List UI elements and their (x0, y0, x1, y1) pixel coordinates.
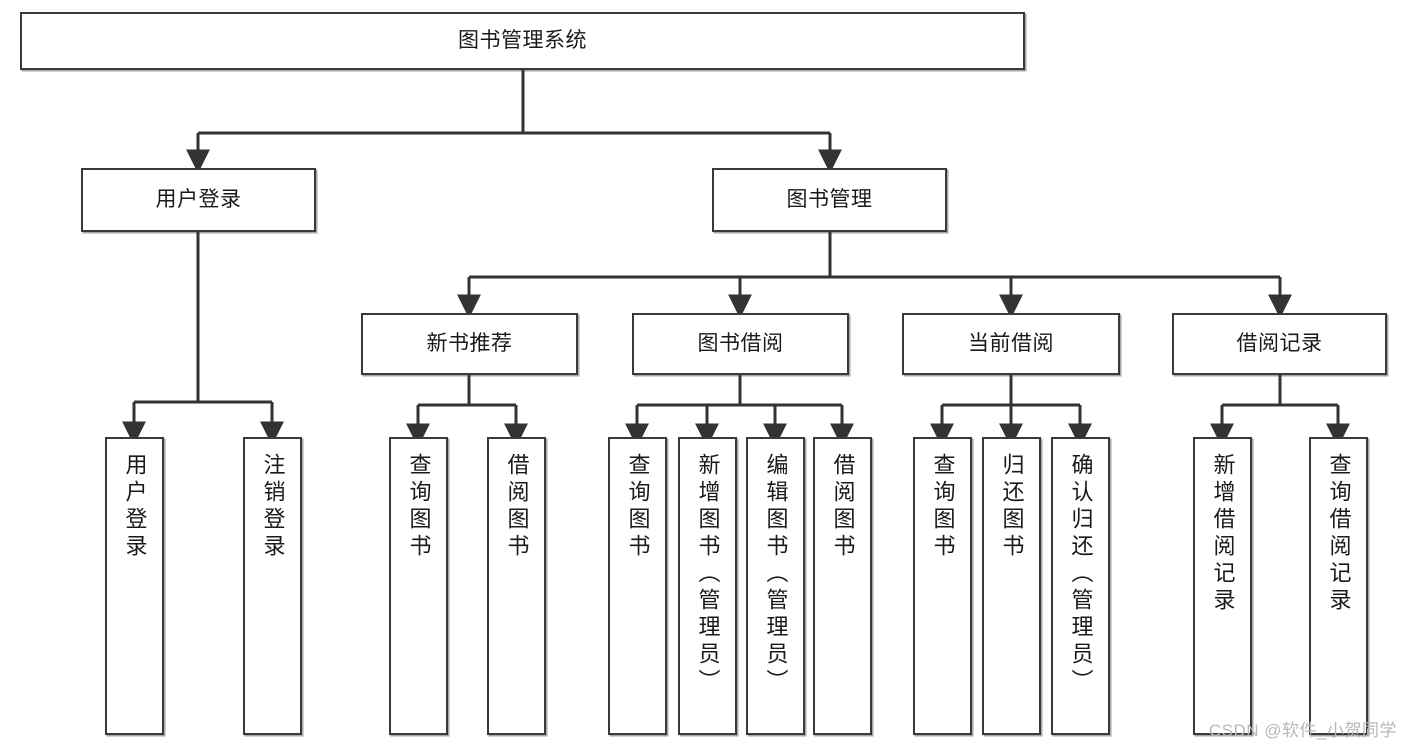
node-leaf-return-book-label: 归还图书 (999, 453, 1025, 561)
node-current-borrow[interactable]: 当前借阅 (902, 313, 1120, 375)
node-book-manage[interactable]: 图书管理 (712, 168, 947, 232)
node-leaf-user-login-label: 用户登录 (122, 453, 148, 561)
node-leaf-query-book-3[interactable]: 查询图书 (913, 437, 972, 735)
node-leaf-confirm-return[interactable]: 确认归还（管理员） (1051, 437, 1110, 735)
node-leaf-query-record-label: 查询借阅记录 (1326, 453, 1352, 615)
node-leaf-add-record[interactable]: 新增借阅记录 (1193, 437, 1252, 735)
node-book-borrow-label: 图书借阅 (697, 331, 784, 355)
node-borrow-record-label: 借阅记录 (1236, 331, 1323, 355)
node-leaf-query-book-2-label: 查询图书 (625, 453, 651, 561)
node-new-book-rec[interactable]: 新书推荐 (361, 313, 578, 375)
node-current-borrow-label: 当前借阅 (968, 331, 1054, 355)
node-leaf-borrow-book-2-label: 借阅图书 (830, 453, 856, 561)
node-leaf-add-book[interactable]: 新增图书（管理员） (678, 437, 737, 735)
node-root-label: 图书管理系统 (458, 28, 587, 52)
node-leaf-borrow-book-1-label: 借阅图书 (504, 453, 530, 561)
node-root[interactable]: 图书管理系统 (20, 12, 1025, 70)
node-book-manage-label: 图书管理 (786, 187, 873, 211)
node-borrow-record[interactable]: 借阅记录 (1172, 313, 1387, 375)
node-leaf-user-logout-label: 注销登录 (260, 453, 286, 561)
node-book-borrow[interactable]: 图书借阅 (632, 313, 849, 375)
node-leaf-return-book[interactable]: 归还图书 (982, 437, 1041, 735)
node-leaf-query-book-2[interactable]: 查询图书 (608, 437, 667, 735)
node-user-login-label: 用户登录 (155, 187, 242, 211)
csdn-watermark: CSDN @软件_小贺同学 (1208, 721, 1397, 740)
node-leaf-borrow-book-2[interactable]: 借阅图书 (813, 437, 872, 735)
node-leaf-add-book-label: 新增图书（管理员） (695, 453, 721, 696)
node-leaf-user-login[interactable]: 用户登录 (105, 437, 164, 735)
node-leaf-query-book-1-label: 查询图书 (406, 453, 432, 561)
node-leaf-borrow-book-1[interactable]: 借阅图书 (487, 437, 546, 735)
node-user-login[interactable]: 用户登录 (81, 168, 316, 232)
node-leaf-confirm-return-label: 确认归还（管理员） (1068, 453, 1094, 696)
node-new-book-rec-label: 新书推荐 (426, 331, 513, 355)
node-leaf-query-book-3-label: 查询图书 (930, 453, 956, 561)
node-leaf-edit-book-label: 编辑图书（管理员） (763, 453, 789, 696)
node-leaf-query-record[interactable]: 查询借阅记录 (1309, 437, 1368, 735)
node-leaf-user-logout[interactable]: 注销登录 (243, 437, 302, 735)
node-leaf-add-record-label: 新增借阅记录 (1210, 453, 1236, 615)
node-leaf-edit-book[interactable]: 编辑图书（管理员） (746, 437, 805, 735)
node-leaf-query-book-1[interactable]: 查询图书 (389, 437, 448, 735)
